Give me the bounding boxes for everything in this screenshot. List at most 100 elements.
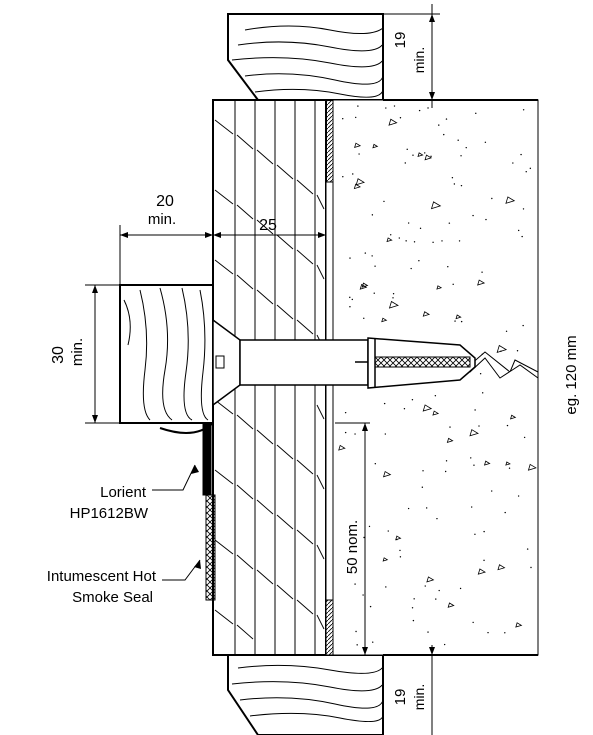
aggregate-speck: [481, 392, 484, 394]
aggregate-speck: [398, 237, 401, 239]
aggregate-speck: [407, 222, 410, 224]
aggregate-speck: [479, 373, 482, 375]
aggregate-speck: [407, 507, 410, 510]
aggregate-speck: [396, 538, 398, 541]
grain-stroke: [236, 274, 254, 290]
aggregate-stone: [395, 535, 402, 541]
aggregate-speck: [399, 117, 402, 119]
aggregate-speck: [438, 124, 440, 126]
aggregate-speck: [474, 409, 476, 411]
aggregate-speck: [522, 109, 525, 111]
stop-offset-dimension: 20: [156, 193, 174, 210]
aggregate-speck: [430, 155, 432, 158]
aggregate-stone: [446, 437, 454, 444]
aggregate-speck: [351, 298, 354, 301]
aggregate-speck: [483, 530, 485, 533]
grain-stroke: [256, 569, 274, 585]
dimension-lines: [85, 4, 539, 735]
aggregate-stone: [447, 602, 455, 608]
aggregate-speck: [411, 607, 414, 609]
aggregate-speck: [487, 631, 489, 634]
aggregate-speck: [349, 257, 351, 259]
grain-stroke: [296, 249, 314, 265]
aggregate-stone: [436, 285, 443, 290]
grain-stroke: [236, 554, 254, 570]
aggregate-stone: [432, 410, 440, 416]
aggregate-stone: [477, 568, 486, 575]
aggregate-speck: [516, 350, 519, 352]
frame-thickness-dimension: 25: [259, 217, 277, 234]
aggregate-speck: [413, 241, 416, 243]
aggregate-speck: [453, 183, 456, 185]
aggregate-speck: [484, 141, 487, 143]
aggregate-speck: [460, 320, 463, 323]
callout-labels: Lorient HP1612BW Intumescent Hot Smoke S…: [47, 484, 157, 606]
aggregate-speck: [472, 621, 474, 624]
aggregate-stone: [477, 279, 486, 286]
aggregate-speck: [449, 426, 451, 428]
aggregate-speck: [457, 139, 459, 141]
lorient-seal: [159, 422, 214, 496]
aggregate-speck: [354, 433, 356, 435]
aggregate-stone: [505, 461, 511, 466]
aggregate-stone: [496, 344, 508, 353]
aggregate-speck: [363, 536, 365, 539]
grain-stroke: [236, 204, 254, 220]
aggregate-speck: [458, 240, 461, 242]
aggregate-speck: [522, 324, 524, 327]
aggregate-stone: [359, 283, 368, 290]
aggregate-speck: [505, 330, 508, 333]
aggregate-stone: [426, 576, 435, 583]
bottom-architrave: [227, 654, 384, 735]
grain-stroke: [316, 474, 325, 490]
aggregate-speck: [529, 167, 532, 170]
stop-depth-min-label: min.: [69, 338, 86, 366]
grain-stroke: [256, 149, 274, 165]
aggregate-speck: [454, 320, 456, 322]
aggregate-speck: [383, 402, 386, 405]
aggregate-stone: [527, 463, 537, 471]
aggregate-speck: [419, 227, 422, 230]
aggregate-stone: [381, 317, 388, 323]
stop-depth-dimension: 30: [50, 346, 67, 364]
aggregate-stone: [430, 201, 442, 210]
aggregate-speck: [403, 407, 406, 410]
grain-stroke: [296, 599, 314, 615]
aggregate-speck: [525, 170, 527, 173]
aggregate-speck: [451, 177, 454, 179]
seal-spacing-dimension: 50 nom.: [344, 520, 361, 574]
aggregate-stone: [353, 183, 361, 190]
aggregate-speck: [374, 265, 376, 267]
grain-stroke: [316, 404, 325, 420]
aggregate-speck: [475, 112, 477, 115]
aggregate-speck: [445, 118, 448, 120]
grain-stroke: [256, 499, 274, 515]
aggregate-stone: [417, 152, 424, 157]
aggregate-speck: [410, 267, 412, 270]
grain-stroke: [316, 194, 325, 210]
top-reveal-min-label: min.: [411, 47, 427, 73]
grain-stroke: [296, 319, 314, 335]
grain-stroke: [256, 429, 274, 445]
aggregate-speck: [387, 530, 389, 532]
frame-grain: [214, 119, 325, 640]
wall-thickness-dimension: eg. 120 mm: [563, 335, 580, 414]
grain-stroke: [276, 514, 294, 530]
aggregate-speck: [342, 117, 344, 120]
aggregate-speck: [435, 598, 437, 600]
aggregate-speck: [472, 214, 474, 217]
dimension-arrowheads: [92, 14, 435, 655]
aggregate-speck: [504, 511, 506, 514]
wall-plug: [367, 337, 476, 389]
grain-stroke: [316, 264, 325, 280]
grain-stroke: [276, 304, 294, 320]
aggregate-speck: [432, 241, 434, 244]
aggregate-speck: [448, 222, 451, 224]
grain-stroke: [316, 614, 325, 630]
aggregate-stone: [386, 237, 393, 243]
aggregate-speck: [523, 436, 526, 439]
dimension-texts: 19 min. 19 min. 20 min. 25 30 min. 50 no…: [50, 32, 580, 711]
aggregate-speck: [357, 105, 359, 107]
aggregate-speck: [349, 306, 351, 308]
grain-stroke: [214, 539, 234, 555]
